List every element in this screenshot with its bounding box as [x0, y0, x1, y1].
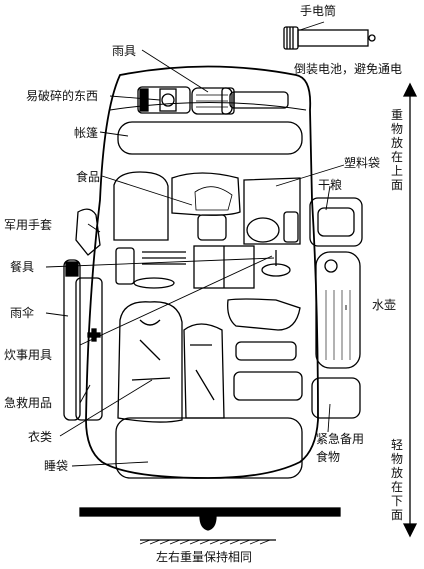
- label-water-bottle: 水壶: [372, 298, 397, 312]
- battery-pack: [229, 91, 289, 109]
- flashlight-icon: [283, 26, 376, 50]
- label-flashlight: 手电筒: [300, 4, 337, 18]
- rain-gear-roll: [137, 86, 235, 115]
- water-bottle: [315, 251, 361, 369]
- label-flashlight-note: 倒装电池，避免通电: [294, 62, 403, 76]
- backpack-outline: [85, 65, 319, 479]
- gloves-item: [75, 208, 101, 256]
- food-bags: [113, 171, 301, 245]
- label-balance-note: 左右重量保持相同: [156, 550, 253, 564]
- label-cooking-gear: 炊事用具: [4, 348, 53, 362]
- label-tent: 帐篷: [74, 126, 99, 140]
- label-fragile-items: 易破碎的东西: [26, 89, 99, 103]
- label-dry-food: 干粮: [318, 178, 343, 192]
- first-aid-box: [75, 277, 103, 421]
- label-emergency-food-line2: 食物: [316, 450, 341, 464]
- label-tableware: 餐具: [10, 260, 35, 274]
- label-sleeping-bag: 睡袋: [44, 459, 69, 473]
- label-emergency-food-line1: 紧急备用: [316, 432, 365, 446]
- tent-roll: [117, 121, 303, 155]
- label-gloves: 军用手套: [4, 218, 53, 232]
- leader-lines: [45, 21, 347, 467]
- emergency-food-pouch: [311, 377, 361, 419]
- dry-food-pouch: [309, 197, 363, 247]
- umbrella-item: [63, 259, 81, 421]
- clothing-pile: [117, 301, 225, 423]
- label-light-bottom: 轻物放在下面: [390, 438, 403, 522]
- label-clothing: 衣类: [28, 430, 53, 444]
- tableware-row: [115, 245, 291, 289]
- label-rain-gear: 雨具: [112, 44, 137, 58]
- label-first-aid: 急救用品: [4, 396, 53, 410]
- label-heavy-top: 重物放在上面: [390, 108, 403, 192]
- label-food: 食品: [76, 170, 101, 184]
- label-umbrella: 雨伞: [10, 306, 35, 320]
- label-plastic-bag: 塑料袋: [344, 156, 381, 170]
- sleeping-bag: [115, 417, 303, 479]
